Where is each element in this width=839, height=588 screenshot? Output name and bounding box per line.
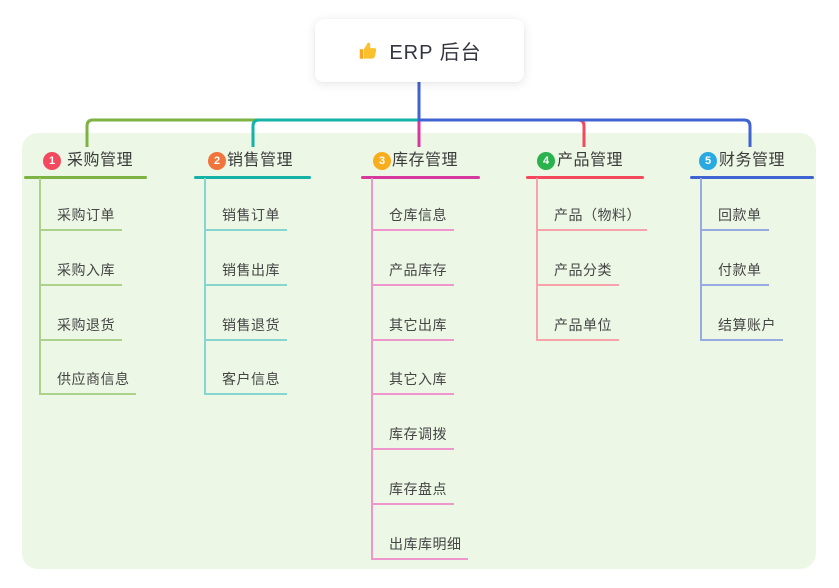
branch-5-connector bbox=[417, 82, 752, 147]
branches-panel bbox=[22, 133, 816, 569]
branch-3-child-3[interactable]: 其它出库 bbox=[389, 317, 447, 333]
branch-2-number-badge: 2 bbox=[208, 152, 226, 170]
branch-3-child-1[interactable]: 仓库信息 bbox=[389, 207, 447, 223]
branch-3-child-4[interactable]: 其它入库 bbox=[389, 371, 447, 387]
branch-1-child-3-underline bbox=[39, 339, 122, 341]
branch-3-child-7[interactable]: 出库库明细 bbox=[389, 536, 462, 552]
branch-4-child-3-underline bbox=[536, 339, 619, 341]
branch-3-child-6[interactable]: 库存盘点 bbox=[389, 481, 447, 497]
branch-5-child-2-underline bbox=[700, 284, 769, 286]
branch-2-child-2[interactable]: 销售出库 bbox=[222, 262, 280, 278]
branch-3-child-2-underline bbox=[371, 284, 454, 286]
branch-5-child-1[interactable]: 回款单 bbox=[718, 207, 762, 223]
branch-1-number-badge: 1 bbox=[43, 152, 61, 170]
branch-3-child-2[interactable]: 产品库存 bbox=[389, 262, 447, 278]
branch-2-child-3-underline bbox=[204, 339, 287, 341]
branch-3-underline bbox=[361, 176, 480, 179]
branch-3-child-1-underline bbox=[371, 229, 454, 231]
branch-4-connector bbox=[417, 82, 586, 147]
branch-4-number-badge: 4 bbox=[537, 152, 555, 170]
branch-1-child-3[interactable]: 采购退货 bbox=[57, 317, 115, 333]
branch-2-child-4-underline bbox=[204, 393, 287, 395]
branch-5-child-3[interactable]: 结算账户 bbox=[718, 317, 776, 333]
branch-1-child-4[interactable]: 供应商信息 bbox=[57, 371, 130, 387]
branch-3-label[interactable]: 库存管理 bbox=[392, 152, 459, 169]
branch-4-child-2-underline bbox=[536, 284, 619, 286]
branch-2-child-1[interactable]: 销售订单 bbox=[222, 207, 280, 223]
branch-2-child-1-underline bbox=[204, 229, 287, 231]
branch-2-child-rail bbox=[204, 178, 206, 395]
branch-1-label[interactable]: 采购管理 bbox=[67, 152, 134, 169]
branch-1-underline bbox=[24, 176, 147, 179]
branch-4-child-3[interactable]: 产品单位 bbox=[554, 317, 612, 333]
branch-1-child-2-underline bbox=[39, 284, 122, 286]
root-node[interactable]: ERP 后台 bbox=[315, 19, 524, 82]
branch-2-connector bbox=[251, 82, 421, 147]
root-title: ERP 后台 bbox=[389, 42, 482, 64]
branch-4-child-rail bbox=[536, 178, 538, 341]
branch-4-child-2[interactable]: 产品分类 bbox=[554, 262, 612, 278]
branch-5-child-1-underline bbox=[700, 229, 769, 231]
branch-3-child-5-underline bbox=[371, 448, 454, 450]
branch-5-child-rail bbox=[700, 178, 702, 341]
branch-1-child-rail bbox=[39, 178, 41, 395]
branch-2-child-4[interactable]: 客户信息 bbox=[222, 371, 280, 387]
branch-1-connector bbox=[85, 82, 421, 147]
branch-5-child-3-underline bbox=[700, 339, 783, 341]
branch-3-child-3-underline bbox=[371, 339, 454, 341]
branch-2-underline bbox=[194, 176, 311, 179]
branch-2-child-2-underline bbox=[204, 284, 287, 286]
branch-3-child-6-underline bbox=[371, 503, 454, 505]
branch-4-child-1[interactable]: 产品（物料） bbox=[554, 207, 641, 223]
branch-3-child-rail bbox=[371, 178, 373, 560]
branch-5-underline bbox=[690, 176, 814, 179]
branch-5-number-badge: 5 bbox=[699, 152, 717, 170]
branch-1-child-4-underline bbox=[39, 393, 136, 395]
branch-5-label[interactable]: 财务管理 bbox=[719, 152, 786, 169]
branch-5-child-2[interactable]: 付款单 bbox=[718, 262, 762, 278]
branch-1-child-1-underline bbox=[39, 229, 122, 231]
branch-3-child-7-underline bbox=[371, 558, 468, 560]
branch-1-child-1[interactable]: 采购订单 bbox=[57, 207, 115, 223]
branch-2-label[interactable]: 销售管理 bbox=[227, 152, 294, 169]
branch-3-number-badge: 3 bbox=[373, 152, 391, 170]
thumbs-up-icon bbox=[357, 40, 379, 62]
branch-1-child-2[interactable]: 采购入库 bbox=[57, 262, 115, 278]
branch-4-label[interactable]: 产品管理 bbox=[557, 152, 624, 169]
branch-3-child-4-underline bbox=[371, 393, 454, 395]
branch-2-child-3[interactable]: 销售退货 bbox=[222, 317, 280, 333]
branch-3-child-5[interactable]: 库存调拨 bbox=[389, 426, 447, 442]
branch-4-child-1-underline bbox=[536, 229, 647, 231]
branch-4-underline bbox=[526, 176, 644, 179]
